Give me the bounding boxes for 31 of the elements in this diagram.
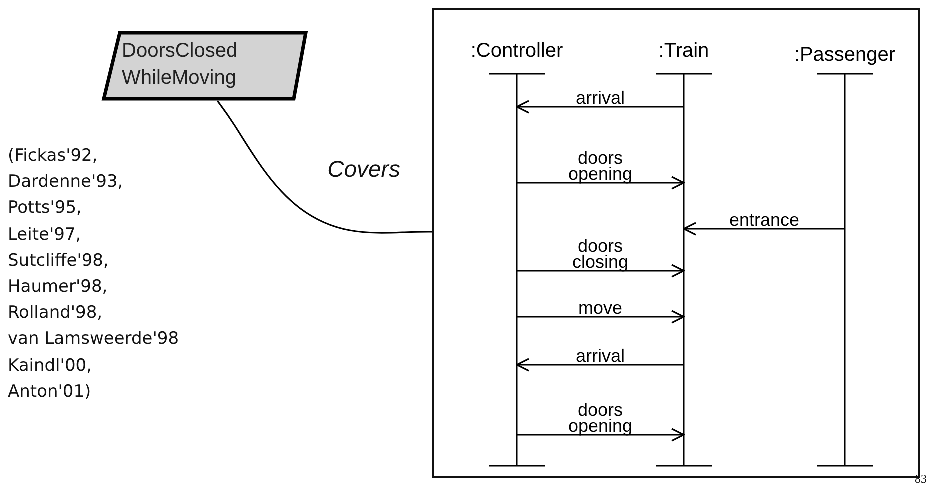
citation-text: Haumer'98, [8, 277, 108, 297]
citation-text: (Fickas'92, [8, 146, 98, 166]
message-arrow [516, 358, 684, 372]
object-name: :Passenger [793, 44, 897, 67]
edge-label: Covers [328, 156, 400, 183]
message-label: arrival [574, 348, 626, 364]
object-name: :Controller [470, 40, 564, 63]
message-label: doors opening [567, 150, 634, 182]
message-label: entrance [728, 212, 801, 228]
message-arrow [516, 100, 684, 114]
citation-text: Dardenne'93, [8, 172, 124, 192]
covers-link [216, 100, 432, 234]
message-arrow [517, 264, 685, 278]
message-arrow [517, 176, 685, 190]
message-arrow [517, 310, 685, 324]
requirement-parallelogram [100, 30, 310, 102]
citation-text: Rolland'98, [8, 303, 103, 324]
message-label: doors opening [567, 402, 634, 434]
message-arrow [683, 222, 845, 236]
citation-text: Kaindl'00, [8, 356, 92, 376]
message-arrow [517, 428, 685, 442]
requirement-name: DoorsClosed WhileMoving [122, 39, 239, 91]
message-label: doors closing [571, 238, 630, 270]
citation-text: Leite'97, [8, 224, 82, 245]
object-name: :Train [658, 40, 710, 63]
message-label: arrival [574, 90, 626, 106]
citation-text: van Lamsweerde'98 [8, 329, 180, 350]
citation-text: Potts'95, [8, 198, 82, 218]
citation-text: Anton'01) [8, 382, 92, 402]
message-label: move [577, 300, 624, 316]
citation-text: Sutcliffe'98, [8, 250, 109, 271]
